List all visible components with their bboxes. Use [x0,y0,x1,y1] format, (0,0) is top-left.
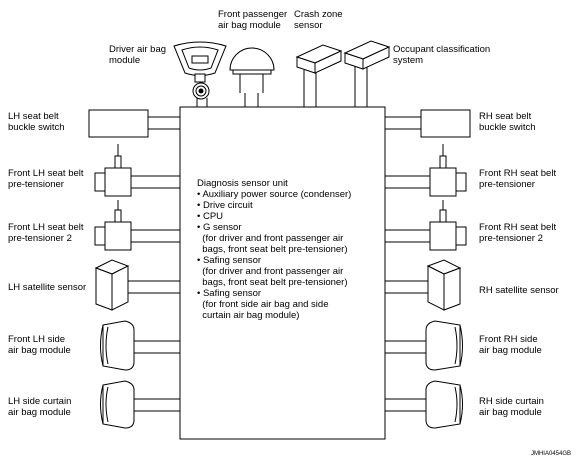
crash-zone-sensor-label: Crash zone sensor [294,9,343,31]
diagnosis-unit-line: bags, front seat belt pre-tensioner) [197,244,348,255]
front-rh-pretensioner-2-label: Front RH seat belt pre-tensioner 2 [479,222,557,244]
front-rh-pretensioner-2-icon [429,200,467,251]
diagnosis-unit-line: curtain air bag module) [197,310,300,321]
front-lh-pretensioner-label: Front LH seat belt pre-tensioner [8,168,84,190]
diagnosis-unit-line: • Drive circuit [197,200,253,211]
lh-satellite-sensor-icon [94,259,130,311]
lh-buckle-switch-icon [88,109,149,138]
diagnosis-unit-line: bags, front seat belt pre-tensioner) [197,277,348,288]
front-passenger-air-bag-module-icon [229,47,275,93]
diagnosis-sensor-unit-text: Diagnosis sensor unit • Auxiliary power … [197,178,351,321]
rh-buckle-switch-icon [420,109,471,138]
diagnosis-unit-line: • Auxiliary power source (condenser) [197,189,352,200]
right-harness-lines [385,116,430,412]
left-harness-lines [128,116,180,412]
rh-side-curtain-air-bag-label: RH side curtain air bag module [479,396,544,418]
diagnosis-unit-title: Diagnosis sensor unit [197,178,288,189]
front-rh-pretensioner-label: Front RH seat belt pre-tensioner [479,168,557,190]
lh-satellite-sensor-label: LH satellite sensor [8,282,87,293]
rh-buckle-switch-label: RH seat belt buckle switch [479,111,536,133]
diagnosis-unit-line: (for driver and front passenger air [197,266,344,277]
figure-code: JMHIA0454GB [530,451,571,457]
diagnosis-sensor-unit-box [179,106,386,440]
front-lh-pretensioner-2-label: Front LH seat belt pre-tensioner 2 [8,222,84,244]
lh-side-curtain-air-bag-icon [100,380,135,429]
rh-satellite-sensor-label: RH satellite sensor [479,285,559,296]
diagnosis-unit-line: • Safing sensor [197,288,262,299]
front-lh-side-air-bag-label: Front LH side air bag module [8,334,71,356]
rh-side-curtain-air-bag-icon [425,380,463,429]
diagnosis-unit-line: (for driver and front passenger air [197,233,344,244]
diagnosis-unit-line: • Safing sensor [197,255,262,266]
front-rh-side-air-bag-label: Front RH side air bag module [479,334,542,356]
lh-side-curtain-air-bag-label: LH side curtain air bag module [8,396,72,418]
front-lh-pretensioner-icon [94,144,132,197]
diagnosis-unit-line: (for front side air bag and side [197,299,329,310]
front-rh-side-air-bag-icon [425,320,463,371]
front-rh-pretensioner-icon [429,144,467,197]
top-harness-lines [196,66,368,107]
front-lh-pretensioner-2-icon [94,200,132,251]
diagnosis-unit-line: • G sensor [197,222,242,233]
crash-zone-sensor-icon [295,44,343,74]
lh-buckle-switch-label: LH seat belt buckle switch [8,111,65,133]
rh-satellite-sensor-icon [426,259,462,311]
front-passenger-air-bag-label: Front passenger air bag module [218,9,288,31]
diagnosis-unit-line: • CPU [197,211,224,222]
occupant-classification-icon [343,40,391,70]
front-lh-side-air-bag-icon [100,320,135,371]
occupant-classification-label: Occupant classification system [393,44,491,66]
driver-air-bag-module-icon [173,41,227,100]
driver-air-bag-label: Driver air bag module [109,44,167,66]
